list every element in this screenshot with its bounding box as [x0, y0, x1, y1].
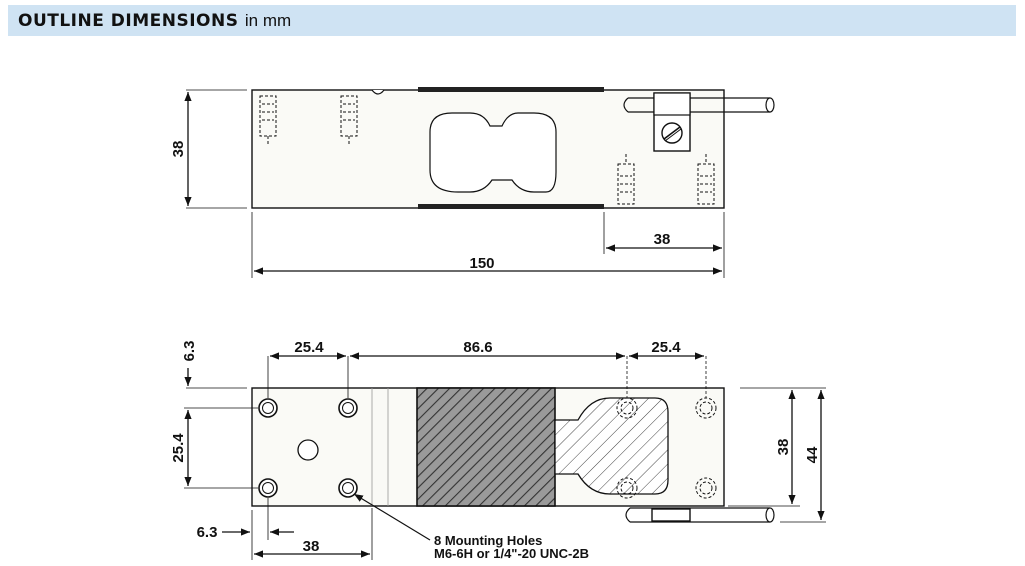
- hole-spacing-vertical-label: 25.4: [170, 433, 187, 463]
- mounting-note-line1: 8 Mounting Holes: [434, 533, 542, 548]
- top-strain-strip: [418, 87, 604, 92]
- mounting-hole-7: [616, 477, 638, 499]
- mounting-hole-1: [258, 398, 278, 418]
- side-offset-label: 38: [654, 231, 671, 248]
- side-cable: [623, 97, 775, 113]
- mounting-hole-8: [695, 477, 717, 499]
- body-height-label: 38: [775, 439, 792, 456]
- bottom-strain-strip: [418, 204, 604, 209]
- binocular-cutout: [429, 112, 557, 193]
- edge-offset-top-label: 6.3: [181, 341, 198, 362]
- mounting-hole-4: [338, 478, 358, 498]
- hole-spacing-left-label: 25.4: [294, 339, 324, 356]
- thread-hole-3: [617, 154, 635, 205]
- mounting-note-line2: M6-6H or 1/4"-20 UNC-2B: [434, 546, 589, 561]
- thread-hole-2: [340, 95, 358, 146]
- top-cable: [625, 507, 775, 523]
- top-view: 25.4 86.6 25.4 6.3 25.4 6.3 38 38 44: [170, 339, 826, 561]
- center-span-label: 86.6: [463, 339, 492, 356]
- mounting-note-leader: [353, 493, 431, 541]
- hole-offset-bottom-label: 38: [303, 538, 320, 555]
- side-height-label: 38: [170, 141, 187, 158]
- mounting-hole-3: [258, 478, 278, 498]
- hatched-block: [416, 387, 556, 507]
- section-title: OUTLINE DIMENSIONS in mm: [18, 11, 292, 31]
- center-hole: [297, 439, 319, 461]
- hole-spacing-right-label: 25.4: [651, 339, 681, 356]
- side-length-label: 150: [469, 255, 494, 272]
- top-notch: [371, 89, 385, 95]
- overall-height-label: 44: [804, 446, 821, 463]
- section-header-bar: OUTLINE DIMENSIONS in mm: [8, 5, 1016, 36]
- edge-offset-left-label: 6.3: [197, 524, 218, 541]
- mounting-hole-2: [338, 398, 358, 418]
- thread-hole-1: [259, 95, 277, 146]
- side-view: 38 38 150: [170, 87, 775, 278]
- hatched-flexure: [554, 397, 669, 495]
- section-unit: in mm: [244, 11, 292, 30]
- thread-hole-4: [697, 154, 715, 205]
